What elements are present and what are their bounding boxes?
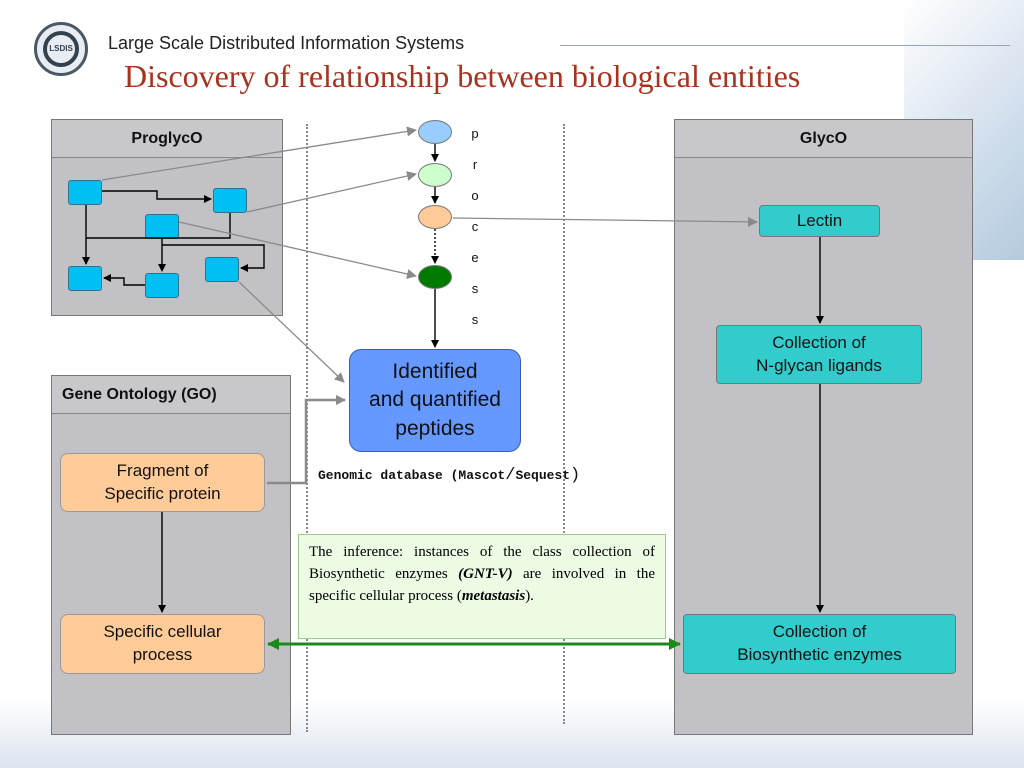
inference-enzyme: (GNT-V) bbox=[458, 565, 513, 582]
biosynthetic-box: Collection of Biosynthetic enzymes bbox=[683, 614, 956, 674]
proglyco-edge bbox=[86, 213, 231, 239]
inference-text: The inference: instances of the class co… bbox=[309, 544, 655, 582]
process-letter: c bbox=[471, 219, 479, 234]
mapping-arrow bbox=[452, 216, 758, 227]
inference-text: are involved in the specific cellular pr… bbox=[309, 565, 655, 604]
proglyco-node bbox=[68, 266, 102, 291]
genomic-db-sequest: Sequest bbox=[515, 468, 571, 483]
genomic-database-label: Genomic database (Mascot/Sequest) bbox=[318, 466, 580, 485]
proglyco-node bbox=[145, 273, 179, 298]
go-panel: Gene Ontology (GO) bbox=[51, 375, 291, 735]
proglyco-node bbox=[213, 188, 247, 213]
specific-process-box: Specific cellular process bbox=[60, 614, 265, 674]
lectin-box: Lectin bbox=[759, 205, 880, 237]
fragment-label: Fragment of Specific protein bbox=[104, 460, 221, 503]
proglyco-edge bbox=[102, 190, 212, 203]
process-letter: e bbox=[471, 250, 479, 265]
logo-ring bbox=[43, 31, 79, 67]
nglycan-box: Collection of N-glycan ligands bbox=[716, 325, 922, 384]
fragment-box: Fragment of Specific protein bbox=[60, 453, 265, 512]
proglyco-node bbox=[205, 257, 239, 282]
separator-right bbox=[563, 124, 565, 724]
glyco-title: GlycO bbox=[675, 120, 972, 158]
mapping-arrow bbox=[101, 126, 417, 181]
inference-box: The inference: instances of the class co… bbox=[298, 534, 666, 639]
mapping-arrow bbox=[246, 171, 417, 213]
lectin-label: Lectin bbox=[796, 210, 843, 230]
process-letter: o bbox=[471, 188, 479, 203]
genomic-db-text: Genomic database (Mascot bbox=[318, 468, 506, 483]
mapping-arrow bbox=[238, 281, 345, 383]
process-step-3 bbox=[418, 205, 452, 229]
proglyco-edge bbox=[103, 274, 145, 286]
process-step-4 bbox=[418, 265, 452, 289]
process-letter: r bbox=[472, 157, 478, 172]
biosynthetic-label: Collection of Biosynthetic enzymes bbox=[737, 622, 902, 664]
process-letter: s bbox=[471, 281, 479, 296]
process-step-1 bbox=[418, 120, 452, 144]
proglyco-title: ProglycO bbox=[52, 120, 282, 158]
process-step-2 bbox=[418, 163, 452, 187]
proglyco-edge bbox=[162, 244, 265, 272]
logo-text: LSDIS bbox=[49, 44, 73, 53]
go-title: Gene Ontology (GO) bbox=[52, 376, 290, 414]
inference-process: metastasis bbox=[461, 587, 526, 604]
proglyco-node bbox=[68, 180, 102, 205]
lsdis-logo: LSDIS bbox=[34, 22, 88, 76]
process-letter: p bbox=[471, 126, 479, 141]
genomic-db-paren: ) bbox=[570, 466, 581, 485]
identified-peptides-label: Identified and quantified peptides bbox=[369, 359, 501, 440]
nglycan-label: Collection of N-glycan ligands bbox=[756, 332, 882, 375]
genomic-db-slash: / bbox=[505, 466, 516, 485]
process-letter: s bbox=[471, 312, 479, 327]
mapping-arrow bbox=[178, 221, 417, 279]
org-name: Large Scale Distributed Information Syst… bbox=[108, 33, 465, 53]
go-mapping-arrow bbox=[267, 395, 346, 485]
inference-text: ). bbox=[525, 587, 534, 604]
specific-process-label: Specific cellular process bbox=[103, 622, 222, 664]
header-divider bbox=[560, 45, 1010, 46]
identified-peptides-box: Identified and quantified peptides bbox=[349, 349, 521, 452]
slide-title: Discovery of relationship between biolog… bbox=[124, 58, 801, 94]
